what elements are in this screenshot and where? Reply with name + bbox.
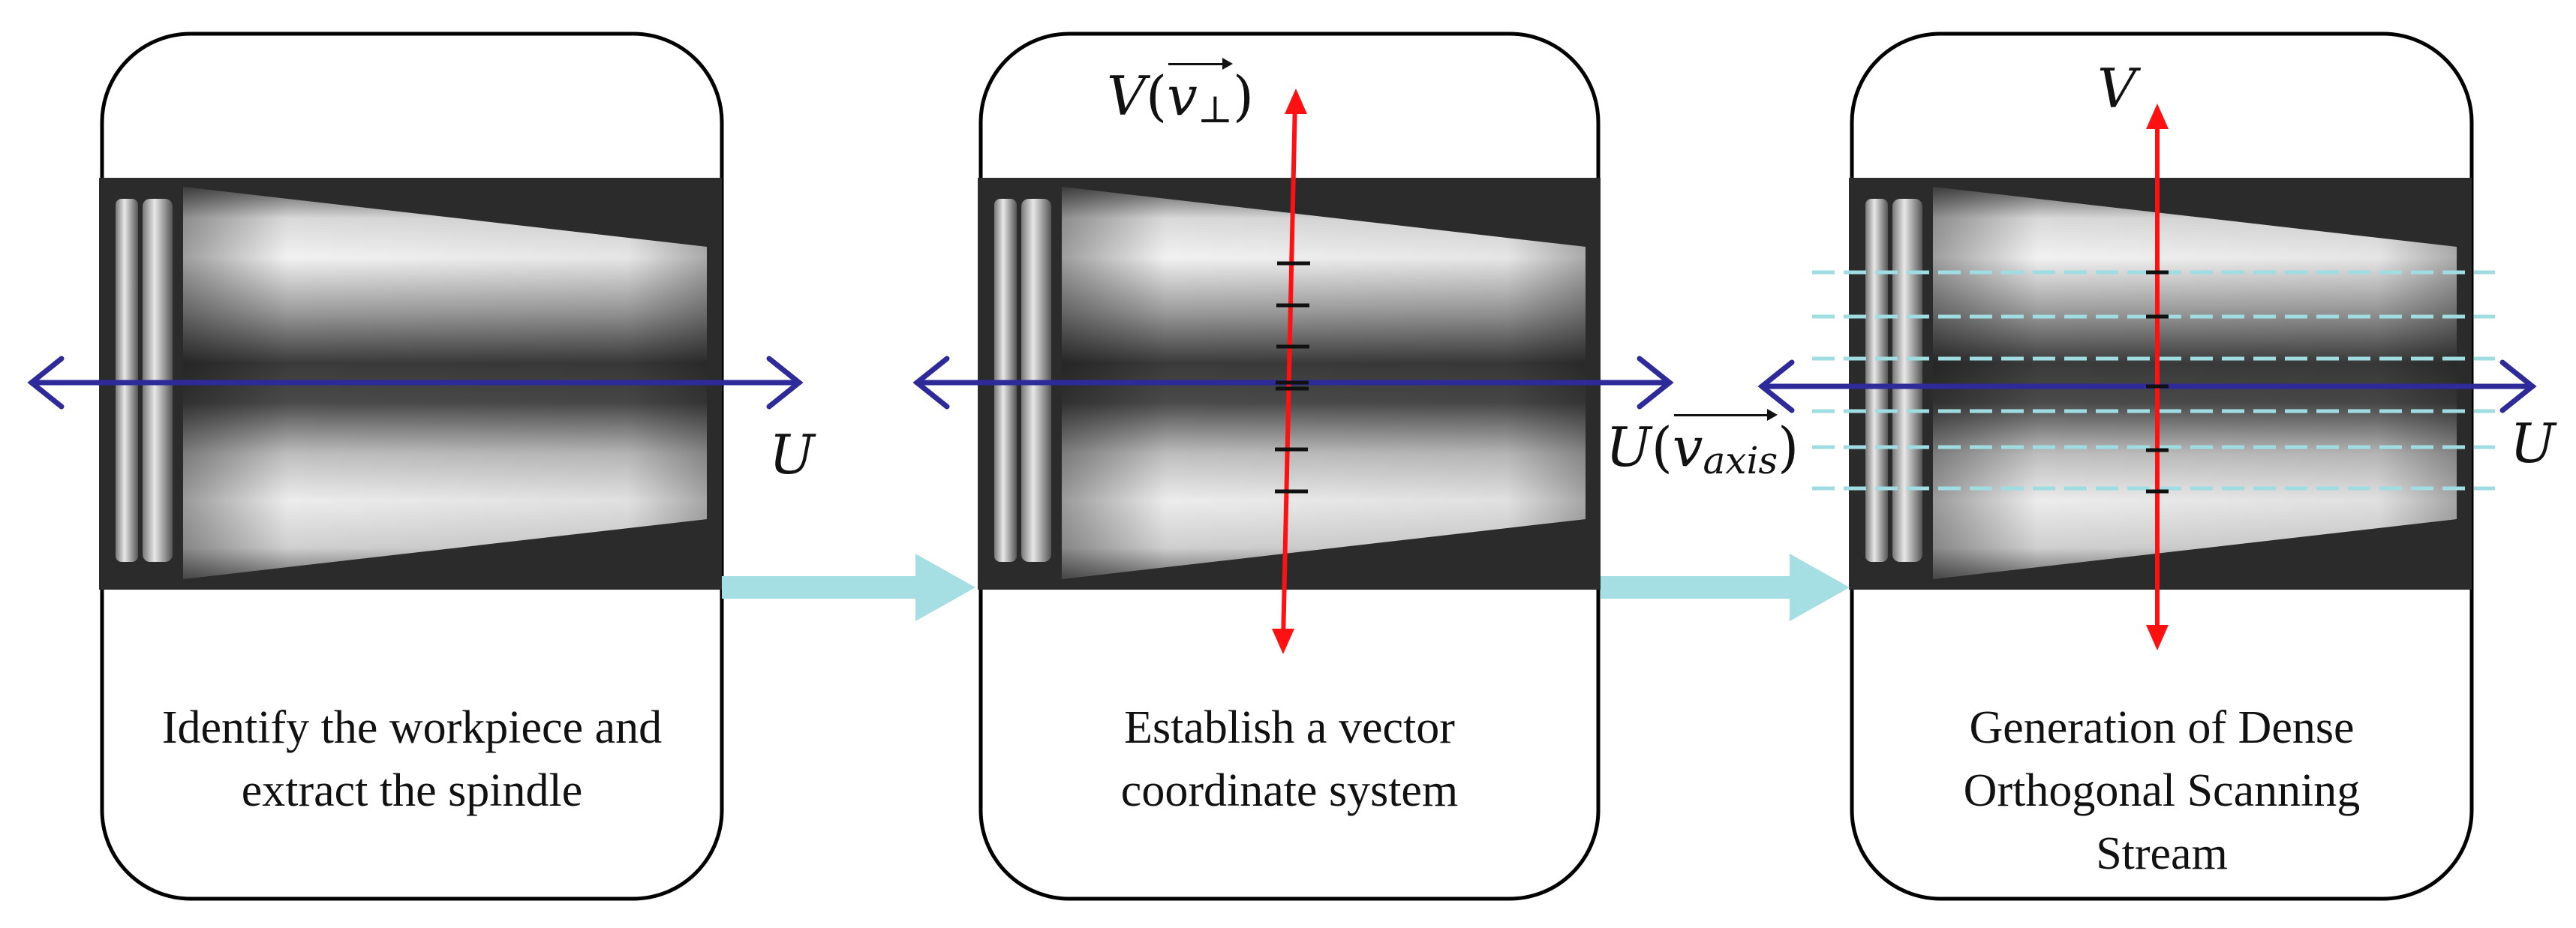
caption-panel-3: Generation of Dense Orthogonal Scanning … [1852, 696, 2472, 885]
flow-arrow-1-to-2 [722, 554, 975, 621]
caption-line: Identify the workpiece and [161, 702, 663, 753]
caption-line: Orthogonal Scanning [1963, 765, 2361, 816]
scan-ticks-3 [2146, 270, 2169, 494]
u-axis-vector-label: U(vaxis) [1606, 409, 1799, 482]
caption-line: extract the spindle [241, 765, 583, 816]
caption-panel-2: Establish a vector coordinate system [981, 696, 1598, 822]
flow-arrow-2-to-3 [1601, 554, 1850, 621]
v-label-3: V [2097, 57, 2136, 120]
u-label-1: U [769, 423, 815, 486]
caption-line: Stream [2096, 828, 2228, 879]
scan-ticks-2 [1275, 261, 1310, 494]
scan-lines-3 [1812, 270, 2495, 491]
v-perp-label: V(v⊥) [1107, 58, 1254, 131]
caption-line: Establish a vector [1124, 702, 1455, 753]
u-axis-arrow-1 [27, 356, 804, 410]
v-axis-arrow-3 [2146, 104, 2169, 650]
u-label-3: U [2510, 412, 2556, 475]
caption-line: Generation of Dense [1969, 702, 2355, 753]
v-axis-arrow-2 [1272, 89, 1307, 654]
caption-line: coordinate system [1120, 765, 1459, 816]
caption-panel-1: Identify the workpiece and extract the s… [102, 696, 722, 822]
